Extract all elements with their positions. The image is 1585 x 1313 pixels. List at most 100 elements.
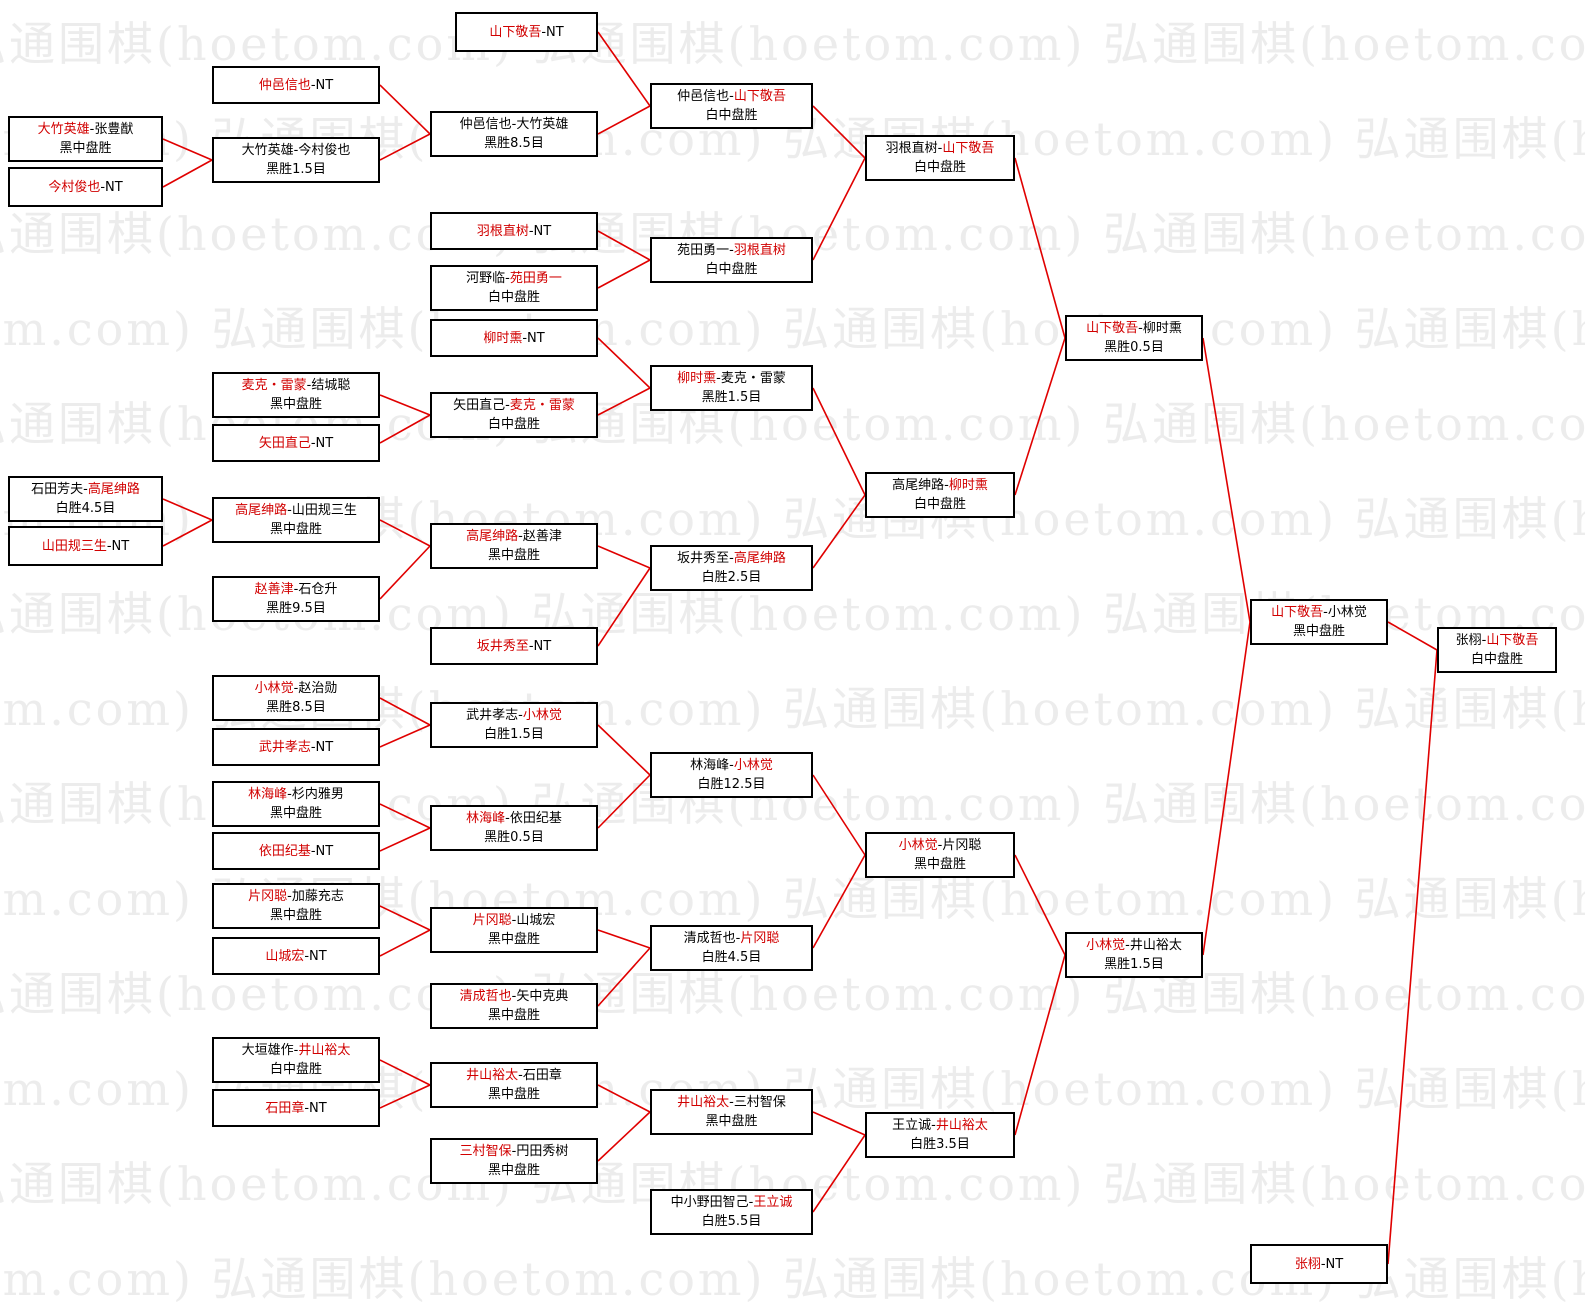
match-box-b1: 仲邑信也-NT [212,66,380,104]
connector-line [379,545,431,600]
match-box-d3: 柳时熏-麦克・雷蒙黑胜1.5目 [650,365,813,411]
match-box-b11: 片冈聪-加藤充志黑中盘胜 [212,883,380,929]
match-box-b8: 武井孝志-NT [212,728,380,766]
match-box-d2: 苑田勇一-羽根直树白中盘胜 [650,237,813,283]
match-box-b3: 麦克・雷蒙-结城聪黑中盘胜 [212,372,380,418]
winner-name: 高尾绅路 [235,503,288,518]
player-name: -山城宏 [511,913,556,928]
connector-line [812,494,866,569]
winner-name: 麦克・雷蒙 [509,398,575,413]
player-name: -赵善津 [518,529,562,544]
match-box-b10: 依田纪基-NT [212,832,380,870]
player-name: -张豊猷 [89,122,134,137]
connector-line [812,774,866,856]
match-box-b13: 大垣雄作-井山裕太白中盘胜 [212,1037,380,1083]
match-result: 黑中盘胜 [59,141,112,156]
match-result: 白胜4.5目 [701,950,762,965]
match-box-c10: 林海峰-依田纪基黑胜0.5目 [430,805,598,851]
match-result: 白胜5.5目 [701,1214,762,1229]
connector-line [162,498,213,521]
connector-line [812,387,866,496]
match-players: 大竹英雄-今村俊也 [214,141,378,160]
player-name: 王立诚- [892,1118,936,1133]
match-box-c9: 武井孝志-小林觉白胜1.5目 [430,702,598,748]
winner-name: 小林觉 [1086,938,1126,953]
connector-line [1014,157,1066,339]
winner-name: 山田规三生 [41,538,107,554]
connector-line [812,157,866,261]
match-box-b12: 山城宏-NT [212,937,380,975]
match-result: 白中盘胜 [1470,652,1523,667]
winner-name: 片冈聪 [740,931,780,946]
player-name: -加藤充志 [287,889,344,904]
connector-line [597,230,651,261]
match-players: 高尾绅路-赵善津 [432,527,596,546]
winner-name: 小林觉 [733,758,773,773]
winner-name: 武井孝志 [258,739,311,755]
match-box-a2: 今村俊也-NT [8,167,163,207]
winner-name: 张栩 [1294,1256,1321,1272]
winner-name: 小林觉 [254,681,294,696]
match-box-d5: 林海峰-小林觉白胜12.5目 [650,752,813,798]
connector-line [379,414,431,444]
connector-line [597,1084,651,1113]
winner-name: 高尾绅路 [87,482,140,497]
winner-name: 高尾绅路 [466,529,519,544]
match-result: 黑胜0.5目 [484,830,544,845]
player-name: 矢田直己- [453,398,510,413]
match-box-c6: 矢田直己-麦克・雷蒙白中盘胜 [430,392,598,438]
match-players: 山下敬吾-NT [457,23,596,42]
match-box-e1: 羽根直树-山下敬吾白中盘胜 [865,135,1015,181]
match-result: 白中盘胜 [487,417,540,432]
connector-line [597,724,651,776]
connector-line [1387,649,1438,1265]
winner-name: 大竹英雄 [37,122,90,137]
connector-line [162,159,213,188]
player-name: -NT [310,843,334,859]
match-players: 片冈聪-山城宏 [432,911,596,930]
winner-name: 片冈聪 [472,913,512,928]
connector-line [812,1111,866,1136]
winner-name: 林海峰 [466,811,506,826]
match-players: 矢田直己-NT [214,434,378,453]
connector-line [379,803,431,829]
connector-line [162,519,213,547]
match-result: 白中盘胜 [269,1062,322,1077]
connector-line [1014,954,1066,1136]
connector-line [597,774,651,829]
winner-name: 井山裕太 [677,1095,730,1110]
match-players: 高尾绅路-山田规三生 [214,501,378,520]
match-players: 张栩-山下敬吾 [1439,631,1555,650]
match-players: 麦克・雷蒙-结城聪 [214,376,378,395]
match-box-c11: 片冈聪-山城宏黑中盘胜 [430,907,598,953]
player-name: -NT [100,179,123,195]
player-name: -NT [522,330,545,346]
match-players: 井山裕太-三村智保 [652,1093,811,1112]
match-box-b9: 林海峰-杉内雅男黑中盘胜 [212,781,380,827]
watermark-text: 弘通围棋(hoetom.com) 弘通围棋(hoetom.com) 弘通围棋(h… [0,302,1585,356]
match-box-b2: 大竹英雄-今村俊也黑胜1.5目 [212,137,380,183]
match-box-d4: 坂井秀至-高尾绅路白胜2.5目 [650,545,813,591]
match-players: 山田规三生-NT [10,537,161,556]
match-box-a4: 山田规三生-NT [8,526,163,566]
match-players: 山下敬吾-小林觉 [1252,603,1386,622]
player-name: -NT [528,223,552,239]
player-name: 高尾绅路- [892,478,949,493]
match-result: 黑中盘胜 [1292,624,1345,639]
match-players: 矢田直己-麦克・雷蒙 [432,396,596,415]
match-box-e3: 小林觉-片冈聪黑中盘胜 [865,832,1015,878]
connector-line [379,394,431,416]
winner-name: 林海峰 [248,787,288,802]
connector-line [812,1134,866,1213]
match-players: 仲邑信也-山下敬吾 [652,87,811,106]
match-box-f1: 山下敬吾-柳时熏黑胜0.5目 [1065,315,1203,361]
winner-name: 今村俊也 [48,179,101,195]
match-box-c7: 高尾绅路-赵善津黑中盘胜 [430,523,598,569]
match-players: 中小野田智己-王立诚 [652,1193,811,1212]
winner-name: 山城宏 [265,948,305,964]
match-players: 小林觉-井山裕太 [1067,936,1201,955]
match-players: 武井孝志-NT [214,738,378,757]
match-players: 林海峰-依田纪基 [432,809,596,828]
